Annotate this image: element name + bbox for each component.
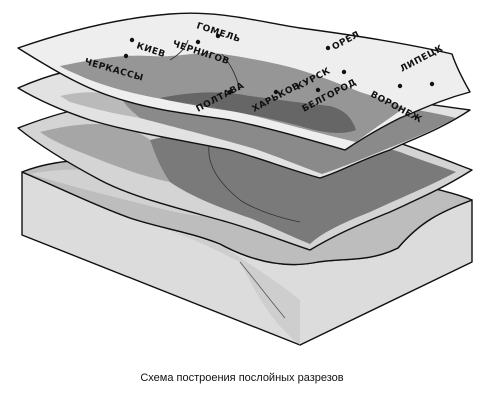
city-dot-gomel xyxy=(215,33,221,39)
city-dot-belgorod xyxy=(315,87,321,93)
base-block-front-shade xyxy=(160,228,300,345)
city-dot-chernigov xyxy=(195,39,201,45)
city-dot-poltava xyxy=(227,89,233,95)
city-dot-cherkassy xyxy=(123,53,129,59)
layer-3-mid-region xyxy=(40,123,170,182)
top-sheet-boundary-1 xyxy=(169,39,189,61)
city-dot-lipetsk xyxy=(429,81,435,87)
base-block-ridge xyxy=(239,261,286,319)
city-dot-kharkov xyxy=(273,89,279,95)
top-sheet-darker-region xyxy=(160,92,356,133)
top-map-sheet xyxy=(17,12,471,151)
city-dot-voronezh xyxy=(397,83,403,89)
layer-3-boundary xyxy=(208,139,301,223)
figure-caption: Схема построения послойных разрезов xyxy=(140,372,344,384)
city-dot-orel xyxy=(325,45,331,51)
layered-sections-diagram: ГОМЕЛЬ КИЕВ ЧЕРНИГОВ ОРЕЛ ЛИПЕЦК ЧЕРКАСС… xyxy=(17,12,473,346)
top-sheet-boundary-2 xyxy=(221,53,241,91)
layer-3-dark-region xyxy=(150,127,456,244)
city-dot-kursk xyxy=(341,69,347,75)
city-dot-kiev xyxy=(129,37,135,43)
